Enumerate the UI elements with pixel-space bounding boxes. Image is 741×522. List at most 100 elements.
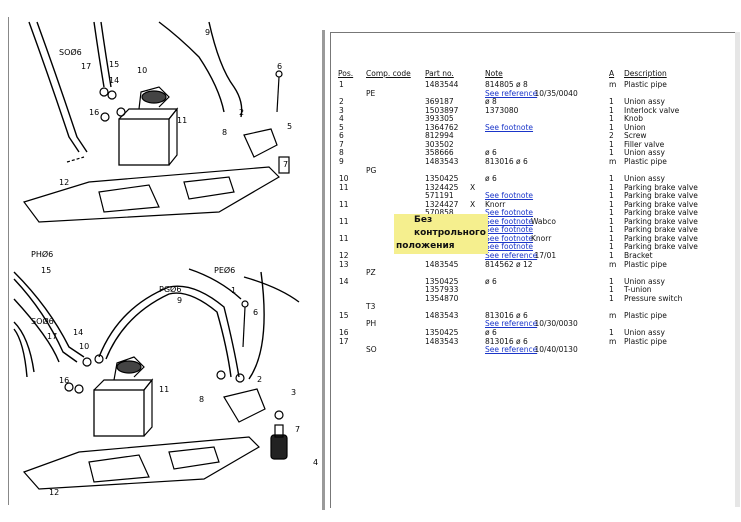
- col-header-comp-code[interactable]: Comp. code: [366, 69, 411, 78]
- tooltip-line: положения: [396, 241, 455, 251]
- cell-a: 1: [609, 293, 614, 303]
- col-header-part-no[interactable]: Part no.: [425, 69, 454, 78]
- cell-a: m: [609, 80, 617, 89]
- tooltip-line: контрольного: [414, 228, 486, 238]
- cell-a: 1: [609, 174, 614, 184]
- cell-note[interactable]: See footnote: [485, 208, 534, 218]
- cell-a: m: [609, 336, 617, 346]
- cell-part-no: 1364762: [425, 122, 459, 132]
- table-row[interactable]: PZ: [330, 268, 736, 277]
- cell-note[interactable]: See footnote: [485, 122, 534, 132]
- cell-note[interactable]: See reference: [485, 251, 538, 260]
- cell-a: 1: [609, 122, 614, 132]
- cell-part-no: 1483545: [425, 259, 459, 269]
- cell-note: ø 6: [485, 327, 497, 337]
- scrollbar[interactable]: [735, 32, 740, 507]
- callout-label: 10: [137, 66, 147, 75]
- cell-note[interactable]: See reference: [485, 345, 538, 355]
- col-header-description[interactable]: Description: [624, 69, 667, 78]
- callout-label: PEØ6: [214, 265, 235, 275]
- cell-a: 1: [609, 97, 614, 107]
- col-header-note[interactable]: Note: [485, 69, 503, 78]
- cell-description: Union assy: [624, 148, 665, 158]
- cell-pos: 6: [339, 131, 344, 141]
- table-row[interactable]: T3: [330, 302, 736, 311]
- cell-a: 1: [609, 327, 614, 337]
- cell-a: 1: [609, 148, 614, 158]
- callout-label: 15: [109, 60, 119, 69]
- cell-description: Plastic pipe: [624, 80, 667, 89]
- callout-label: 14: [73, 328, 83, 337]
- cell-pos: 4: [339, 114, 344, 124]
- cell-pos: 7: [339, 139, 344, 149]
- cell-a: 1: [609, 139, 614, 149]
- pane-divider[interactable]: [322, 30, 325, 510]
- cell-description: Parking brake valve: [624, 225, 698, 235]
- cell-note[interactable]: See reference: [485, 319, 538, 329]
- cell-note: 1373080: [485, 105, 519, 115]
- callout-label: 5: [287, 122, 292, 131]
- callout-label: 2: [257, 375, 262, 384]
- table-row[interactable]: PG: [330, 166, 736, 175]
- cell-part-no: 1350425: [425, 327, 459, 337]
- cell-note[interactable]: See footnote: [485, 216, 534, 226]
- cell-pos: 2: [339, 97, 344, 107]
- cell-part-no: 369187: [425, 97, 454, 107]
- callout-label: 11: [177, 116, 187, 125]
- cell-description: Union assy: [624, 174, 665, 184]
- cell-note[interactable]: See footnote: [485, 225, 534, 235]
- cell-note[interactable]: See footnote: [485, 191, 534, 201]
- cell-a: 1: [609, 182, 614, 192]
- cell-a: 1: [609, 276, 614, 286]
- col-header-pos[interactable]: Pos.: [338, 69, 354, 78]
- cell-description: Union assy: [624, 276, 665, 286]
- cell-note[interactable]: See footnote: [485, 233, 534, 243]
- cell-description: Plastic pipe: [624, 336, 667, 346]
- callout-label: 6: [277, 62, 282, 71]
- cell-description: Interlock valve: [624, 105, 680, 115]
- cell-note[interactable]: See reference: [485, 88, 538, 98]
- cell-note: 813016 ø 6: [485, 336, 528, 346]
- col-header-a[interactable]: A: [609, 69, 615, 78]
- diagram-pane[interactable]: 9 SOØ6 17 15 14 10 6 16 11 2 8 5 7 12 PH…: [8, 17, 321, 505]
- callout-label: 15: [41, 266, 51, 275]
- cell-comp-code: T3: [366, 302, 376, 312]
- cell-part-no: 303502: [425, 139, 454, 149]
- callout-label: 3: [291, 388, 296, 397]
- cell-note[interactable]: See footnote: [485, 242, 534, 252]
- cell-pos: 13: [339, 259, 349, 269]
- cell-description: T-union: [624, 285, 652, 295]
- cell-note: 813016 ø 6: [485, 310, 528, 320]
- cell-part-no: 1324427: [425, 199, 459, 209]
- diagram-svg: 9 SOØ6 17 15 14 10 6 16 11 2 8 5 7 12 PH…: [13, 21, 318, 497]
- cell-a: 2: [609, 131, 614, 141]
- cell-comp-code: PE: [366, 88, 376, 98]
- callout-label: PHØ6: [31, 249, 53, 259]
- callout-label: 2: [239, 108, 244, 117]
